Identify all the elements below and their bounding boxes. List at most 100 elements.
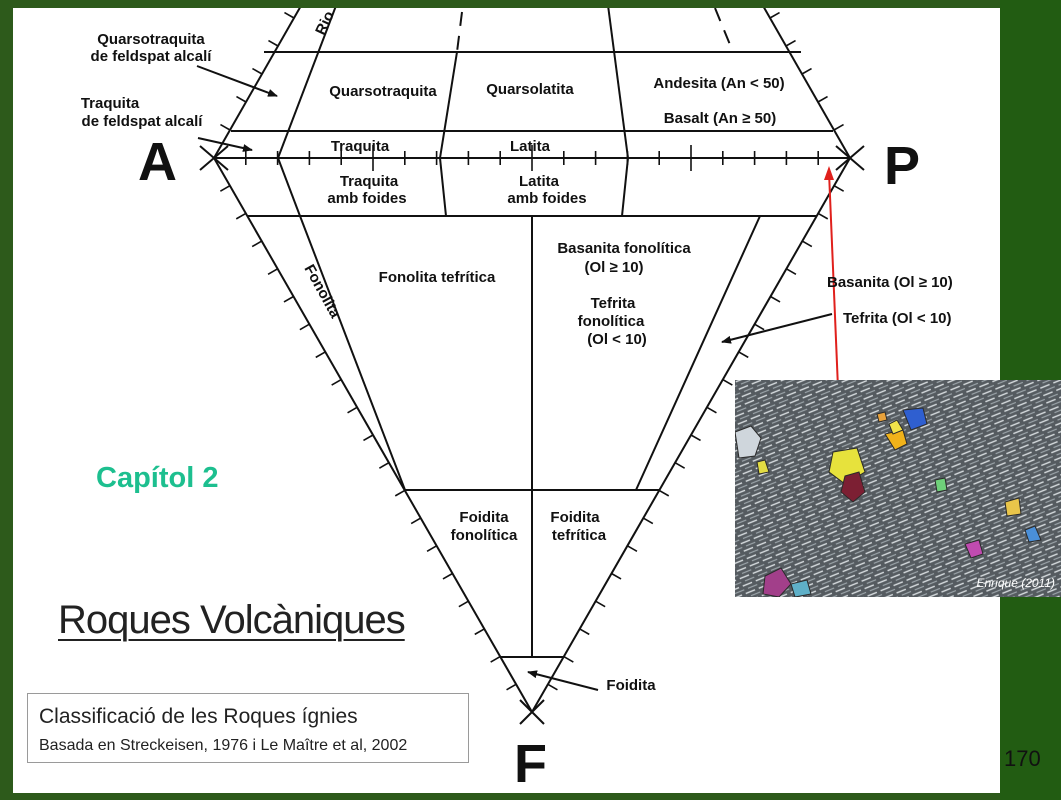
- label-traquita-foides-1: Traquita: [340, 173, 399, 190]
- tick-p-q: [817, 95, 828, 103]
- tick-a-f: [410, 517, 422, 525]
- vertex-f-label: F: [514, 734, 547, 794]
- tick-p-f: [786, 268, 797, 275]
- label-traquita: Traquita: [331, 138, 390, 155]
- page-number: 170: [1004, 746, 1041, 771]
- label-basalt: Basalt (An ≥ 50): [664, 110, 776, 127]
- tick-p-f: [547, 683, 558, 691]
- label-foidita-fonolitica-2: fonolítica: [451, 527, 518, 544]
- leader-arrows: [196, 65, 833, 691]
- tick-a-f: [458, 600, 469, 608]
- tick-p-q: [769, 11, 780, 19]
- divider-35-lower: [277, 157, 301, 217]
- label-fonolita: Fonolita: [301, 262, 344, 322]
- label-tefrita-fonolitica-3: (Ol < 10): [587, 331, 647, 348]
- tick-a-q: [252, 67, 263, 75]
- label-latita-foides-1: Latita: [519, 173, 560, 190]
- tick-p-f: [817, 212, 829, 220]
- caption-source: Basada en Streckeisen, 1976 i Le Maître …: [39, 737, 408, 754]
- tick-p-f: [833, 185, 845, 192]
- tick-p-q: [801, 67, 812, 75]
- label-tefrita-fonolitica-2: fonolítica: [578, 313, 645, 330]
- divider-fonolita: [299, 215, 406, 491]
- tick-a-f: [251, 240, 263, 248]
- thin-section-photomicrograph: Enrique (2011): [735, 380, 1061, 597]
- label-foidita-tefritica-2: tefrítica: [552, 527, 607, 544]
- label-traquita-fa-2: de feldspat alcalí: [82, 113, 204, 130]
- edge-a-q: [213, 8, 301, 159]
- label-traquita-foides-2: amb foides: [327, 190, 406, 207]
- caption-box: Classificació de les Roques ígnies Basad…: [27, 693, 469, 763]
- tick-a-f: [315, 351, 326, 359]
- arrow-foidita: [527, 670, 599, 691]
- divider-65-upper: [439, 51, 458, 159]
- tick-a-q: [284, 11, 295, 19]
- photo-credit: Enrique (2011): [976, 576, 1056, 590]
- divider-90-upper: [607, 8, 629, 159]
- tick-p-f: [658, 489, 670, 497]
- vertex-crosses: [199, 145, 865, 725]
- caption-title: Classificació de les Roques ígnies: [39, 705, 358, 728]
- divider-tefrita: [635, 215, 761, 491]
- tick-p-f: [706, 406, 717, 414]
- chapter-label: Capítol 2: [96, 462, 219, 494]
- tick-a-f: [347, 406, 358, 414]
- tick-p-f: [674, 462, 686, 469]
- tick-p-f: [770, 295, 781, 303]
- tick-p-f: [595, 600, 606, 608]
- label-basanita-fonolitica-1: Basanita fonolítica: [557, 240, 691, 257]
- tick-p-f: [754, 323, 765, 331]
- label-foidita-fonolitica-1: Foidita: [459, 509, 509, 526]
- vertex-p-label: P: [884, 136, 920, 196]
- label-foidita-tefritica-1: Foidita: [550, 509, 600, 526]
- tick-a-f: [219, 185, 231, 192]
- ticks-edges: [219, 11, 845, 691]
- tick-a-f: [506, 683, 517, 691]
- label-quarsolatita: Quarsolatita: [486, 81, 574, 98]
- vertex-a-label: A: [138, 132, 177, 192]
- diagram-outline: [213, 8, 851, 713]
- label-traquita-fa-1: Traquita: [81, 95, 140, 112]
- label-latita-foides-2: amb foides: [507, 190, 586, 207]
- label-quarsotraquita-fa-2: de feldspat alcalí: [91, 48, 213, 65]
- dashed-guide-left: [456, 11, 463, 53]
- label-tefrita-fonolitica-1: Tefrita: [591, 295, 636, 312]
- tick-a-f: [378, 462, 390, 469]
- arrow-tefrita: [721, 313, 833, 344]
- tick-a-q: [268, 39, 279, 47]
- label-quarsotraquita: Quarsotraquita: [329, 83, 437, 100]
- tick-a-f: [363, 434, 374, 442]
- photo-pointer-head: [824, 166, 834, 180]
- tick-a-f: [394, 489, 406, 497]
- label-fonolita-tefritica: Fonolita tefrítica: [379, 269, 496, 286]
- label-basanita: Basanita (Ol ≥ 10): [827, 274, 953, 291]
- vertex-f-cross-2: [519, 699, 545, 725]
- tick-a-f: [267, 268, 278, 275]
- dashed-guides: [456, 8, 734, 53]
- label-tefrita: Tefrita (Ol < 10): [843, 310, 952, 327]
- label-latita: Latita: [510, 138, 551, 155]
- tick-a-q: [220, 123, 231, 131]
- tick-a-f: [426, 545, 437, 552]
- dashed-guide-right: [714, 8, 734, 53]
- tick-a-f: [299, 323, 310, 331]
- tick-p-f: [642, 517, 654, 525]
- tick-p-q: [785, 39, 796, 47]
- tick-p-f: [722, 378, 733, 386]
- tick-p-f: [611, 572, 622, 580]
- tick-p-f: [627, 545, 638, 552]
- label-basanita-fonolitica-2: (Ol ≥ 10): [584, 259, 643, 276]
- arrow-quarsotraquita-fa: [196, 65, 278, 97]
- vertex-a-cross-2: [199, 145, 229, 171]
- tick-p-f: [738, 351, 749, 359]
- tick-a-f: [331, 378, 342, 386]
- section-title: Roques Volcàniques: [58, 598, 406, 642]
- label-quarsotraquita-fa-1: Quarsotraquita: [97, 31, 205, 48]
- arrow-traquita-fa: [197, 137, 253, 152]
- tick-a-f: [442, 572, 453, 580]
- tick-a-f: [490, 655, 501, 663]
- tick-p-q: [833, 123, 844, 131]
- tick-p-f: [801, 240, 813, 248]
- tick-p-f: [579, 628, 590, 636]
